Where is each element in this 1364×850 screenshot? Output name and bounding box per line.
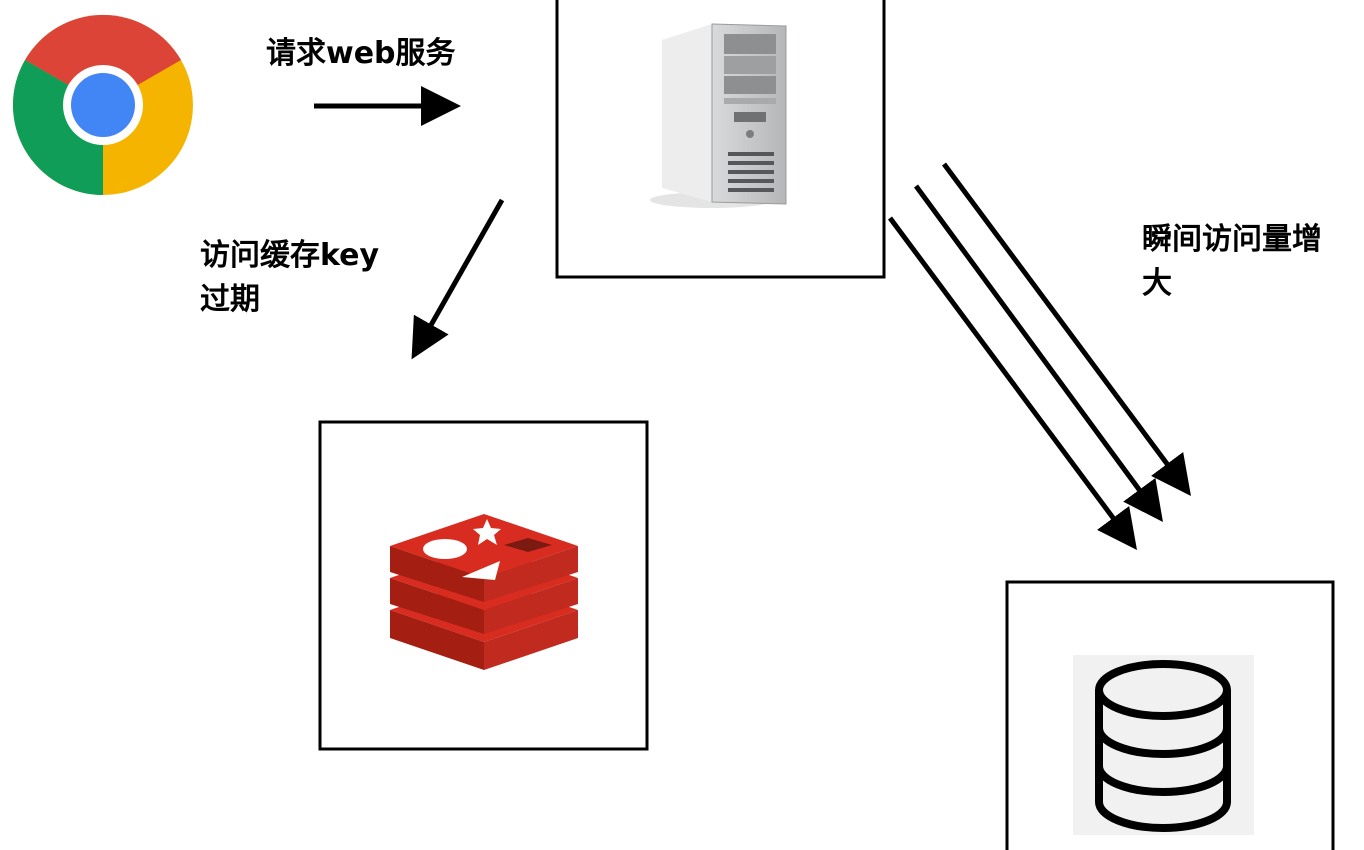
label-traffic-line2: 大 xyxy=(1142,265,1172,301)
redis-icon xyxy=(390,514,578,670)
label-traffic-line1: 瞬间访问量增 xyxy=(1142,222,1322,257)
label-traffic-spike: 瞬间访问量增 大 xyxy=(1142,218,1322,305)
web-server-node xyxy=(555,0,886,279)
arrow-db-traffic-3 xyxy=(887,216,1137,551)
label-cache-line2: 过期 xyxy=(200,281,260,317)
label-request-web: 请求web服务 xyxy=(266,36,456,71)
database-node xyxy=(1005,580,1335,850)
cache-node xyxy=(318,420,649,751)
arrow-db-traffic-1 xyxy=(941,162,1191,497)
label-cache-line1: 访问缓存key xyxy=(200,238,380,273)
arrow-cache-access xyxy=(411,198,505,360)
database-icon xyxy=(1073,655,1254,835)
arrow-db-traffic-2 xyxy=(913,184,1163,523)
chrome-browser-icon xyxy=(12,14,193,196)
server-tower-icon xyxy=(650,23,787,208)
label-cache-key-expired: 访问缓存key 过期 xyxy=(200,234,379,321)
